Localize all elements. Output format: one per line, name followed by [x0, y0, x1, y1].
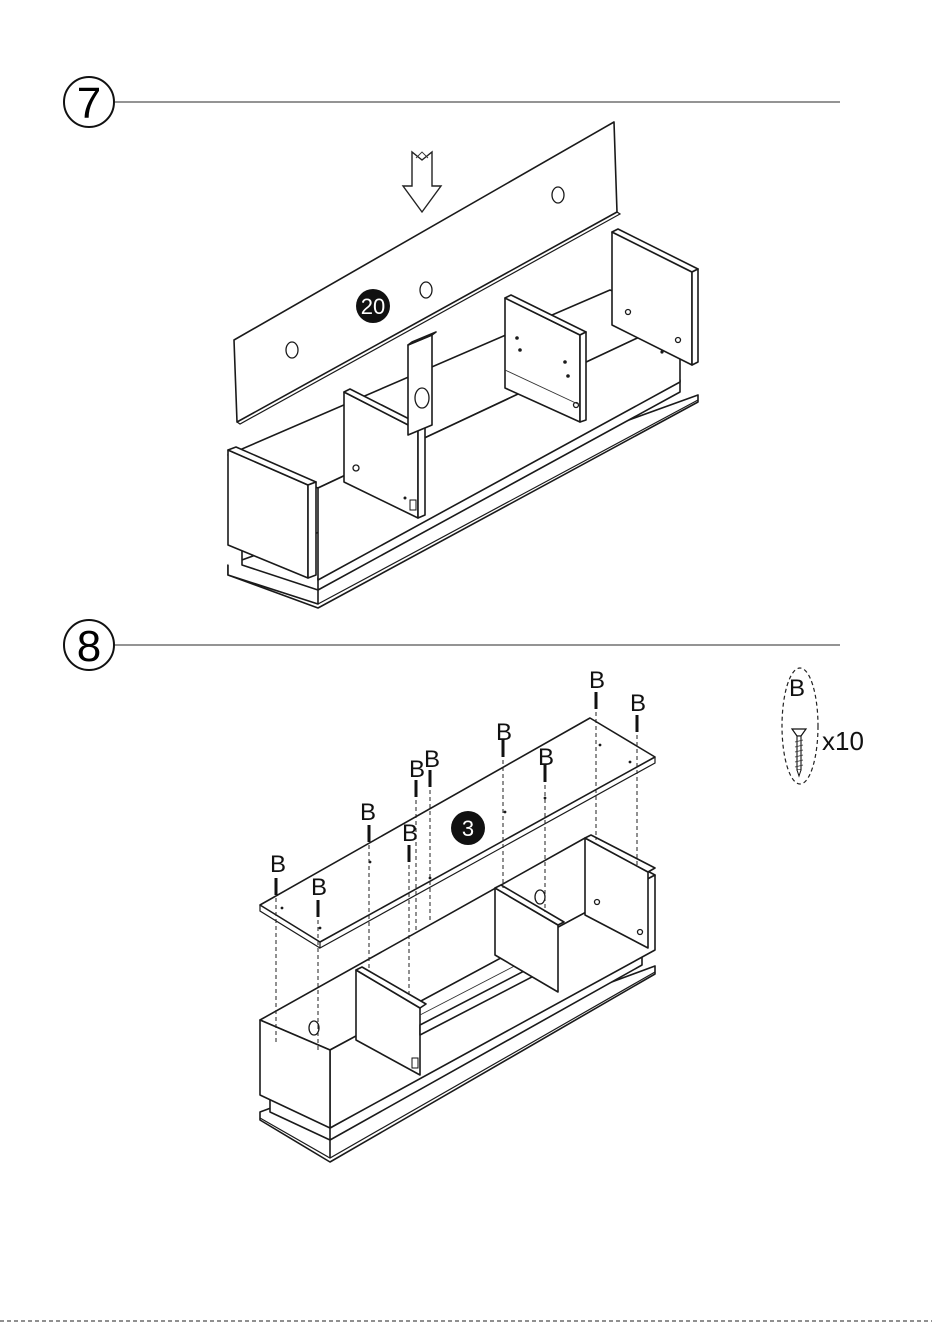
screw-label: B: [538, 744, 554, 771]
screw-icon: [792, 729, 806, 776]
hardware-quantity: x10: [822, 726, 864, 756]
screw-label: B: [402, 820, 418, 847]
part-3-badge: 3: [451, 811, 485, 845]
insert-arrow-icon: [403, 152, 441, 212]
step-7-number: 7: [77, 79, 101, 128]
step-7: 7: [64, 77, 840, 608]
screw-label: B: [496, 719, 512, 746]
part-3-label: 3: [462, 816, 474, 841]
step-8-badge: 8: [64, 620, 114, 671]
screw-label: B: [589, 667, 605, 694]
part-20-badge: 20: [356, 289, 390, 323]
screw-label: B: [630, 690, 646, 717]
screw-label: B: [409, 756, 425, 783]
cabinet-strut-7: [408, 332, 436, 435]
step-7-badge: 7: [64, 77, 114, 128]
part-20-label: 20: [361, 294, 385, 319]
hardware-letter: B: [789, 675, 805, 702]
screw-label: B: [424, 746, 440, 773]
step-8-number: 8: [77, 622, 101, 671]
screw-label: B: [360, 799, 376, 826]
screw-label: B: [311, 874, 327, 901]
hardware-callout: B x10: [782, 668, 864, 784]
screw-label: B: [270, 851, 286, 878]
step-8: 8: [64, 620, 864, 1162]
